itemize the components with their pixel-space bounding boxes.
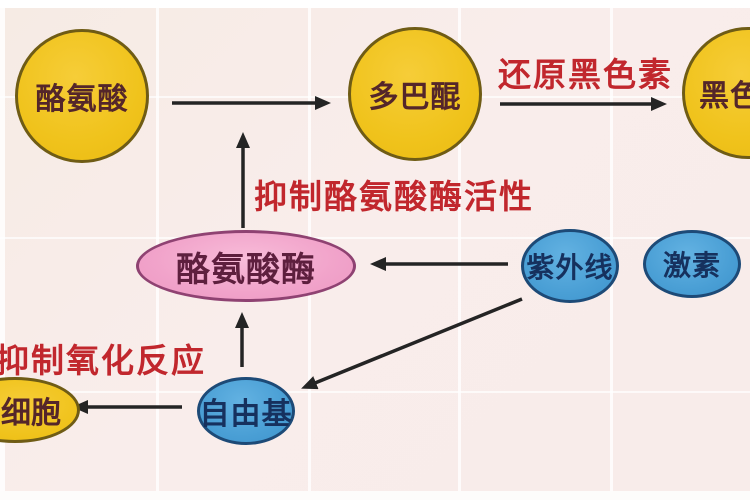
- node-tyrosine: 酪氨酸: [15, 29, 149, 163]
- node-free-radical: 自由基: [197, 377, 295, 445]
- label-inhibit-tyrosinase-activity: 抑制酪氨酸酶活性: [254, 177, 534, 216]
- label-inhibit-oxidation: 抑制氧化反应: [0, 341, 206, 380]
- label-reduce-melanin: 还原黑色素: [498, 55, 673, 94]
- node-melanin: 黑色素: [682, 27, 750, 159]
- node-tyrosinase: 酪氨酸酶: [136, 230, 356, 302]
- node-tyrosinase-label: 酪氨酸酶: [176, 249, 316, 290]
- node-hormone: 激素: [643, 230, 741, 298]
- node-dopaquinone: 多巴醌: [348, 27, 482, 161]
- node-dopaquinone-label: 多巴醌: [368, 80, 462, 115]
- node-cell: 细胞: [0, 377, 80, 443]
- node-hormone-label: 激素: [662, 249, 721, 282]
- node-tyrosine-label: 酪氨酸: [35, 82, 129, 117]
- node-cell-label: 细胞: [1, 396, 61, 431]
- arrow-uv-to-freeradical: [301, 297, 523, 390]
- node-uv: 紫外线: [521, 229, 619, 303]
- node-free-radical-label: 自由基: [199, 397, 293, 432]
- node-uv-label: 紫外线: [526, 251, 614, 284]
- node-melanin-label: 黑色素: [699, 79, 750, 114]
